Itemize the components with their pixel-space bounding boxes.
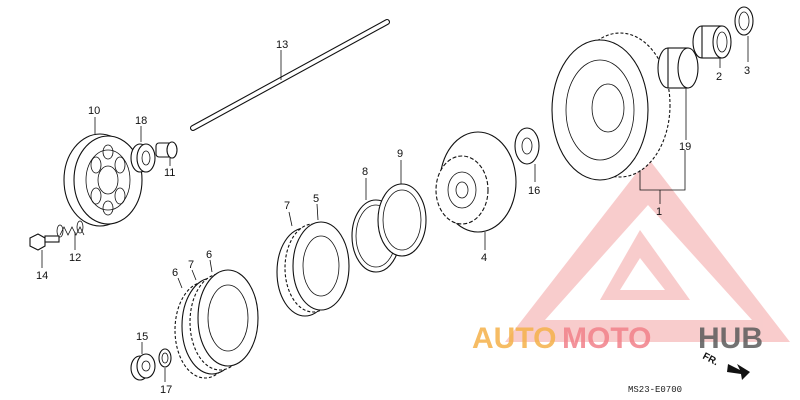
- nut-part: [130, 353, 156, 381]
- spring-part: [56, 220, 85, 238]
- label-part-13: 13: [276, 39, 288, 51]
- bolt-part: [29, 233, 60, 251]
- rod-part: [190, 19, 390, 131]
- front-direction-indicator: FR.: [701, 351, 750, 380]
- lifter-piece-part: [155, 141, 178, 159]
- label-part-17: 17: [160, 384, 172, 396]
- label-part-7a: 7: [188, 259, 194, 271]
- needle-bearing-part: [657, 47, 699, 89]
- label-part-14: 14: [36, 270, 48, 282]
- label-part-8: 8: [362, 166, 368, 178]
- label-part-15: 15: [136, 331, 148, 343]
- label-part-18: 18: [135, 115, 147, 127]
- pressure-plate-part: [63, 133, 143, 227]
- watermark-text-auto: AUTO: [472, 322, 556, 355]
- front-arrow-icon: [727, 364, 750, 380]
- label-part-9: 9: [397, 148, 403, 160]
- label-part-1: 1: [656, 206, 662, 218]
- label-part-6a: 6: [172, 267, 178, 279]
- diagram-code: MS23-E0700: [628, 385, 682, 395]
- label-part-4: 4: [481, 252, 487, 264]
- label-part-16: 16: [528, 185, 540, 197]
- center-hub-part: [435, 131, 517, 233]
- watermark-text: AUTO MOTO HUB: [472, 322, 763, 355]
- clutch-plate-stack-rear: [276, 221, 350, 317]
- label-part-10: 10: [88, 105, 100, 117]
- label-part-5: 5: [313, 193, 319, 205]
- watermark-text-hub: HUB: [698, 322, 763, 355]
- label-part-11: 11: [164, 167, 175, 179]
- collar-part: [692, 25, 732, 59]
- bearing-part: [130, 143, 156, 173]
- judder-spring-part: [377, 183, 427, 257]
- label-part-19: 19: [679, 141, 691, 153]
- label-part-2: 2: [716, 71, 722, 83]
- thrust-washer-part: [514, 127, 540, 165]
- washer-part-3: [734, 6, 754, 36]
- label-part-6b: 6: [206, 249, 212, 261]
- clutch-plate-stack-front: [174, 269, 259, 379]
- watermark-logo-triangle: [505, 158, 790, 342]
- label-part-12: 12: [69, 252, 81, 264]
- label-part-3: 3: [744, 65, 750, 77]
- clutch-outer-housing-part: [551, 32, 671, 181]
- label-part-7b: 7: [284, 200, 290, 212]
- washer-part: [158, 348, 172, 368]
- watermark-text-moto: MOTO: [562, 322, 651, 355]
- part-number-labels: 13 10 18 11 12 14 15 17 6 7 6 7 5 8 9 4 …: [36, 39, 750, 396]
- leader-lines: [41, 36, 749, 382]
